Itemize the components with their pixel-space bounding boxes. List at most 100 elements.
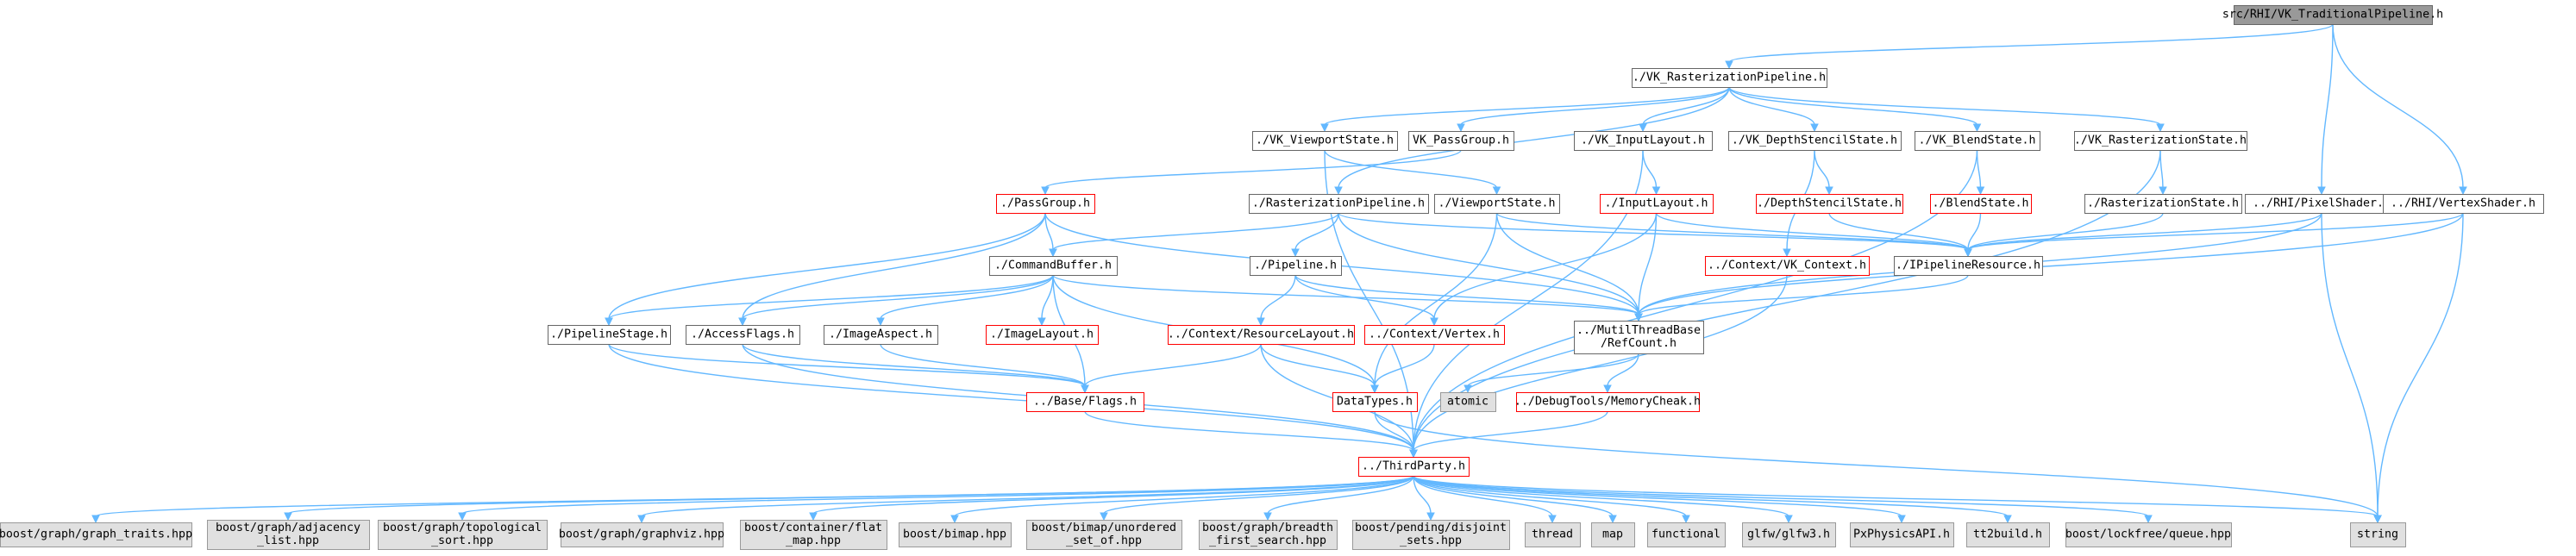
arrowhead-thirdparty-to-g10 (1548, 515, 1557, 524)
node-box-blend (1930, 194, 2032, 214)
node-thirdparty[interactable]: ../ThirdParty.h (1358, 457, 1470, 477)
node-aspect[interactable]: ./ImageAspect.h (824, 325, 938, 345)
node-g15: tt2build.h (1966, 522, 2050, 547)
node-label-rastate: ./RasterizationState.h (2087, 197, 2239, 210)
edge-mutil-to-memcheck (1607, 353, 1639, 387)
node-box-g1 (0, 522, 192, 547)
node-label-g1: boost/graph/graph_traits.hpp (0, 528, 192, 541)
edge-pipestage-to-flags (608, 343, 1086, 387)
node-vkviewport[interactable]: ./VK_ViewportState.h (1252, 131, 1398, 151)
node-ipipres[interactable]: ./IPipelineResource.h (1894, 256, 2043, 276)
node-label-vkblend: ./VK_BlendState.h (1918, 134, 2035, 147)
node-g6: boost/bimap.hpp (899, 522, 1012, 547)
arrowhead-cmdbuf-to-aspect (876, 317, 885, 327)
edge-vertexshader-to-mutil (1638, 212, 2464, 315)
node-vkdepth[interactable]: ./VK_DepthStencilState.h (1728, 131, 1902, 151)
edge-vkrastpipe-to-rastpipe (1338, 86, 1730, 189)
node-label-vkrastate: ./VK_RasterizationState.h (2074, 134, 2247, 147)
node-label-reslayout: ../Context/ResourceLayout.h (1168, 328, 1354, 341)
node-label-imglayout: ./ImageLayout.h (990, 328, 1094, 341)
node-label-ipipres: ./IPipelineResource.h (1896, 259, 2040, 272)
edge-passgroup-to-access (742, 212, 1046, 320)
node-g16: boost/lockfree/queue.hpp (2065, 522, 2232, 547)
node-pipeline[interactable]: ./Pipeline.h (1250, 256, 1342, 276)
node-ctxvertex[interactable]: ../Context/Vertex.h (1364, 325, 1505, 345)
node-rastpipe[interactable]: ./RasterizationPipeline.h (1249, 194, 1429, 214)
node-box-memcheck (1516, 392, 1700, 412)
node-box-pipeline (1250, 256, 1342, 276)
node-g5: boost/container/flat_map.hpp (740, 520, 887, 550)
node-box-vertexshader (2383, 194, 2544, 214)
arrowhead-thirdparty-to-g16 (2144, 515, 2153, 524)
node-inputlayout[interactable]: ./InputLayout.h (1600, 194, 1714, 214)
edge-cmdbuf-to-access (742, 274, 1054, 320)
edge-thirdparty-to-g7 (1103, 475, 1414, 515)
arrowhead-vkblend-to-blend (1976, 186, 1985, 196)
node-blend[interactable]: ./BlendState.h (1930, 194, 2032, 214)
node-box-atomic (1440, 392, 1496, 412)
node-rastate[interactable]: ./RasterizationState.h (2084, 194, 2242, 214)
arrowhead-vkrastpipe-to-vkinputlayout (1639, 123, 1647, 133)
arrowhead-ctxvertex-to-datatypes (1370, 384, 1379, 394)
node-box-flags (1026, 392, 1144, 412)
node-box-datatypes (1332, 392, 1418, 412)
node-box-inputlayout (1600, 194, 1714, 214)
node-ctxvk[interactable]: ../Context/VK_Context.h (1705, 256, 1870, 276)
node-mutil[interactable]: ../MutilThreadBase/RefCount.h (1574, 321, 1704, 354)
node-pixelshader[interactable]: ../RHI/PixelShader.h (2245, 194, 2399, 214)
node-reslayout[interactable]: ../Context/ResourceLayout.h (1168, 325, 1355, 345)
node-vertexshader[interactable]: ../RHI/VertexShader.h (2383, 194, 2544, 214)
arrowhead-thirdparty-to-g8 (1263, 512, 1272, 522)
node-depth[interactable]: ./DepthStencilState.h (1756, 194, 1903, 214)
node-pipestage[interactable]: ./PipelineStage.h (548, 325, 671, 345)
node-label-g6: boost/bimap.hpp (903, 528, 1006, 541)
edge-pipeline-to-mutil (1294, 274, 1639, 315)
node-memcheck[interactable]: ../DebugTools/MemoryCheak.h (1514, 392, 1701, 412)
node-box-aspect (824, 325, 938, 345)
arrowhead-thirdparty-to-g13 (1784, 515, 1793, 524)
arrowhead-pipeline-to-ctxvertex (1430, 317, 1438, 327)
edge-inputlayout-to-ipipres (1655, 212, 1969, 251)
node-box-pipestage (548, 325, 671, 345)
arrowhead-mutil-to-atomic (1463, 384, 1472, 394)
arrowhead-mutil-to-memcheck (1603, 384, 1612, 394)
node-access[interactable]: ./AccessFlags.h (686, 325, 800, 345)
node-flags[interactable]: ../Base/Flags.h (1026, 392, 1144, 412)
edge-viewport-to-mutil (1495, 212, 1639, 315)
node-vkrastate[interactable]: ./VK_RasterizationState.h (2074, 131, 2247, 151)
edge-rastate-to-ipipres (1967, 212, 2164, 251)
edge-thirdparty-to-g9 (1413, 475, 1432, 515)
node-box-root (2234, 5, 2433, 25)
edge-vertexshader-to-ipipres (1967, 212, 2464, 251)
node-g8: boost/graph/breadth_first_search.hpp (1199, 520, 1338, 550)
node-viewport[interactable]: ./ViewportState.h (1434, 194, 1560, 214)
node-box-cmdbuf (989, 256, 1118, 276)
node-cmdbuf[interactable]: ./CommandBuffer.h (989, 256, 1118, 276)
arrowhead-vkrastpipe-to-rastpipe (1334, 186, 1343, 196)
node-g10: thread (1525, 522, 1581, 547)
node-label-g11: map (1602, 528, 1623, 541)
node-vkinputlayout[interactable]: ./VK_InputLayout.h (1574, 131, 1713, 151)
arrowhead-pipeline-to-mutil (1634, 313, 1643, 322)
node-box-rastpipe (1249, 194, 1429, 214)
node-vkrastpipe[interactable]: ./VK_RasterizationPipeline.h (1632, 68, 1827, 88)
node-g3: boost/graph/topological_sort.hpp (378, 520, 548, 550)
arrowhead-thirdparty-to-g5 (809, 512, 818, 522)
node-label-g2: boost/graph/adjacency (216, 522, 360, 534)
node-label-g4: boost/graph/graphviz.hpp (559, 528, 724, 541)
node-passgroup[interactable]: ./PassGroup.h (996, 194, 1095, 214)
node-datatypes[interactable]: DataTypes.h (1332, 392, 1418, 412)
node-label-g5: boost/container/flat (744, 522, 882, 534)
node-root[interactable]: src/RHI/VK_TraditionalPipeline.h (2222, 5, 2443, 25)
node-vkblend[interactable]: ./VK_BlendState.h (1915, 131, 2040, 151)
node-label-flags: ../Base/Flags.h (1033, 396, 1137, 409)
node-box-rastate (2084, 194, 2242, 214)
node-label-datatypes: DataTypes.h (1337, 396, 1413, 409)
edge-pipeline-to-ctxvertex (1294, 274, 1435, 320)
node-vkpassgroup[interactable]: VK_PassGroup.h (1408, 131, 1514, 151)
node-label-g3: _sort.hpp (431, 534, 493, 547)
edge-depth-to-ipipres (1828, 212, 1969, 251)
edge-cmdbuf-to-mutil (1052, 274, 1639, 315)
node-imglayout[interactable]: ./ImageLayout.h (986, 325, 1099, 345)
node-box-g3 (378, 520, 548, 550)
